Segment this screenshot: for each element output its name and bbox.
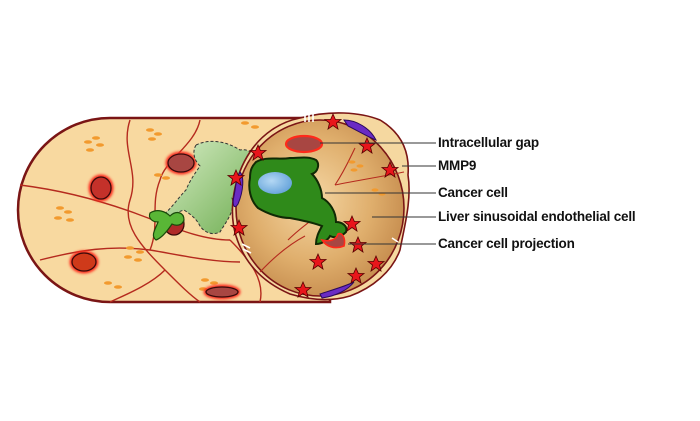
label-cancer-cell-projection: Cancer cell projection: [438, 236, 575, 251]
granules: [54, 121, 259, 291]
cancer-nucleus: [258, 172, 292, 194]
label-intracellular-gap: Intracellular gap: [438, 135, 539, 150]
label-liver-sinusoidal-endothelial-cell: Liver sinusoidal endothelial cell: [438, 209, 636, 224]
cancer-cell-projection-left: [148, 210, 185, 241]
gap-marks: [241, 112, 399, 254]
purple-cells: [232, 119, 377, 299]
label-mmp9: MMP9: [438, 158, 477, 173]
projection-nucleus: [320, 232, 346, 249]
leader-lines: [320, 142, 436, 245]
mmp9-markers: [226, 112, 400, 298]
lsec-nucleus: [284, 134, 324, 154]
label-cancer-cell: Cancer cell: [438, 185, 508, 200]
